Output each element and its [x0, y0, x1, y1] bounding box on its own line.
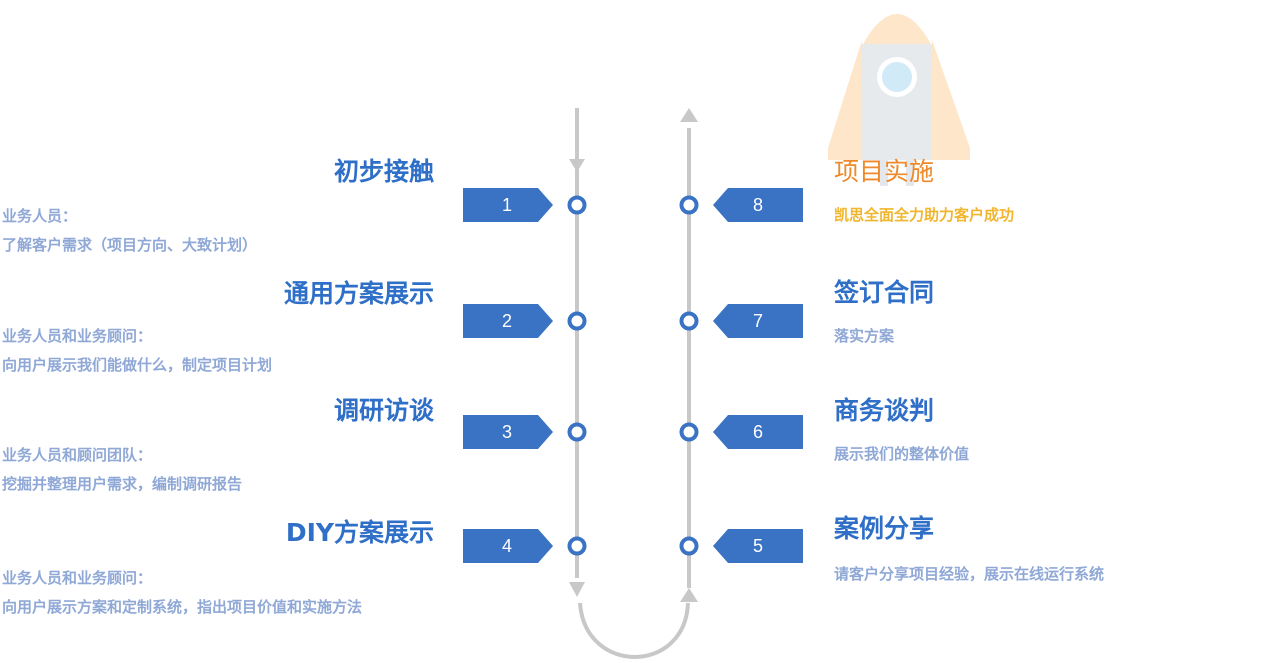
- step-6-title: 商务谈判: [834, 396, 935, 425]
- step-8-tag: [713, 188, 803, 222]
- step-3-node: [567, 422, 587, 442]
- step-8-number: 8: [752, 195, 763, 215]
- step-4-desc-line-2: 向用户展示方案和定制系统，指出项目价值和实施方法: [2, 598, 363, 616]
- step-7-desc: 落实方案: [834, 327, 895, 345]
- step-6-number: 6: [752, 422, 763, 442]
- left-step-tags: [463, 188, 587, 563]
- step-6-tag: [713, 415, 803, 449]
- track-arrow-down-icon: [569, 159, 585, 597]
- step-2-title: 通用方案展示: [283, 279, 434, 308]
- track-arrow-up-icon: [680, 108, 698, 602]
- step-7-title: 签订合同: [834, 278, 935, 307]
- step-5-node: [679, 536, 699, 556]
- step-7-node: [679, 311, 699, 331]
- step-8-node: [679, 195, 699, 215]
- step-4-title: DIY方案展示: [285, 518, 434, 547]
- step-1-node: [567, 195, 587, 215]
- step-2-node: [567, 311, 587, 331]
- step-2-tag: [463, 304, 553, 338]
- step-4-node: [567, 536, 587, 556]
- step-6-node: [679, 422, 699, 442]
- track-line: [575, 108, 691, 659]
- step-3-desc-line-1: 业务人员和顾问团队：: [2, 446, 153, 464]
- right-step-tags: [679, 188, 803, 563]
- step-4-tag: [463, 529, 553, 563]
- step-8-desc: 凯思全面全力助力客户成功: [834, 206, 1015, 224]
- step-5-tag: [713, 529, 803, 563]
- step-1-number: 1: [501, 195, 512, 215]
- step-4-desc-line-1: 业务人员和业务顾问：: [2, 569, 153, 587]
- step-2-desc-line-2: 向用户展示我们能做什么，制定项目计划: [2, 356, 273, 374]
- step-2-number: 2: [501, 311, 512, 331]
- step-3-number: 3: [501, 422, 512, 442]
- step-6-desc: 展示我们的整体价值: [834, 445, 970, 463]
- step-1-title: 初步接触: [333, 157, 434, 186]
- step-3-title: 调研访谈: [333, 396, 434, 425]
- step-7-tag: [713, 304, 803, 338]
- step-5-desc: 请客户分享项目经验，展示在线运行系统: [834, 565, 1105, 583]
- step-7-number: 7: [752, 311, 763, 331]
- rocket-icon: [828, 14, 970, 186]
- step-8-title: 项目实施: [834, 157, 935, 186]
- step-1-desc-line-2: 了解客户需求（项目方向、大致计划）: [2, 236, 258, 254]
- step-2-desc-line-1: 业务人员和业务顾问：: [2, 327, 153, 345]
- step-1-desc-line-1: 业务人员：: [2, 207, 78, 225]
- step-5-title: 案例分享: [834, 514, 935, 543]
- step-3-desc-line-2: 挖掘并整理用户需求，编制调研报告: [2, 475, 243, 493]
- step-3-tag: [463, 415, 553, 449]
- step-5-number: 5: [752, 536, 763, 556]
- step-4-number: 4: [501, 536, 512, 556]
- step-1-tag: [463, 188, 553, 222]
